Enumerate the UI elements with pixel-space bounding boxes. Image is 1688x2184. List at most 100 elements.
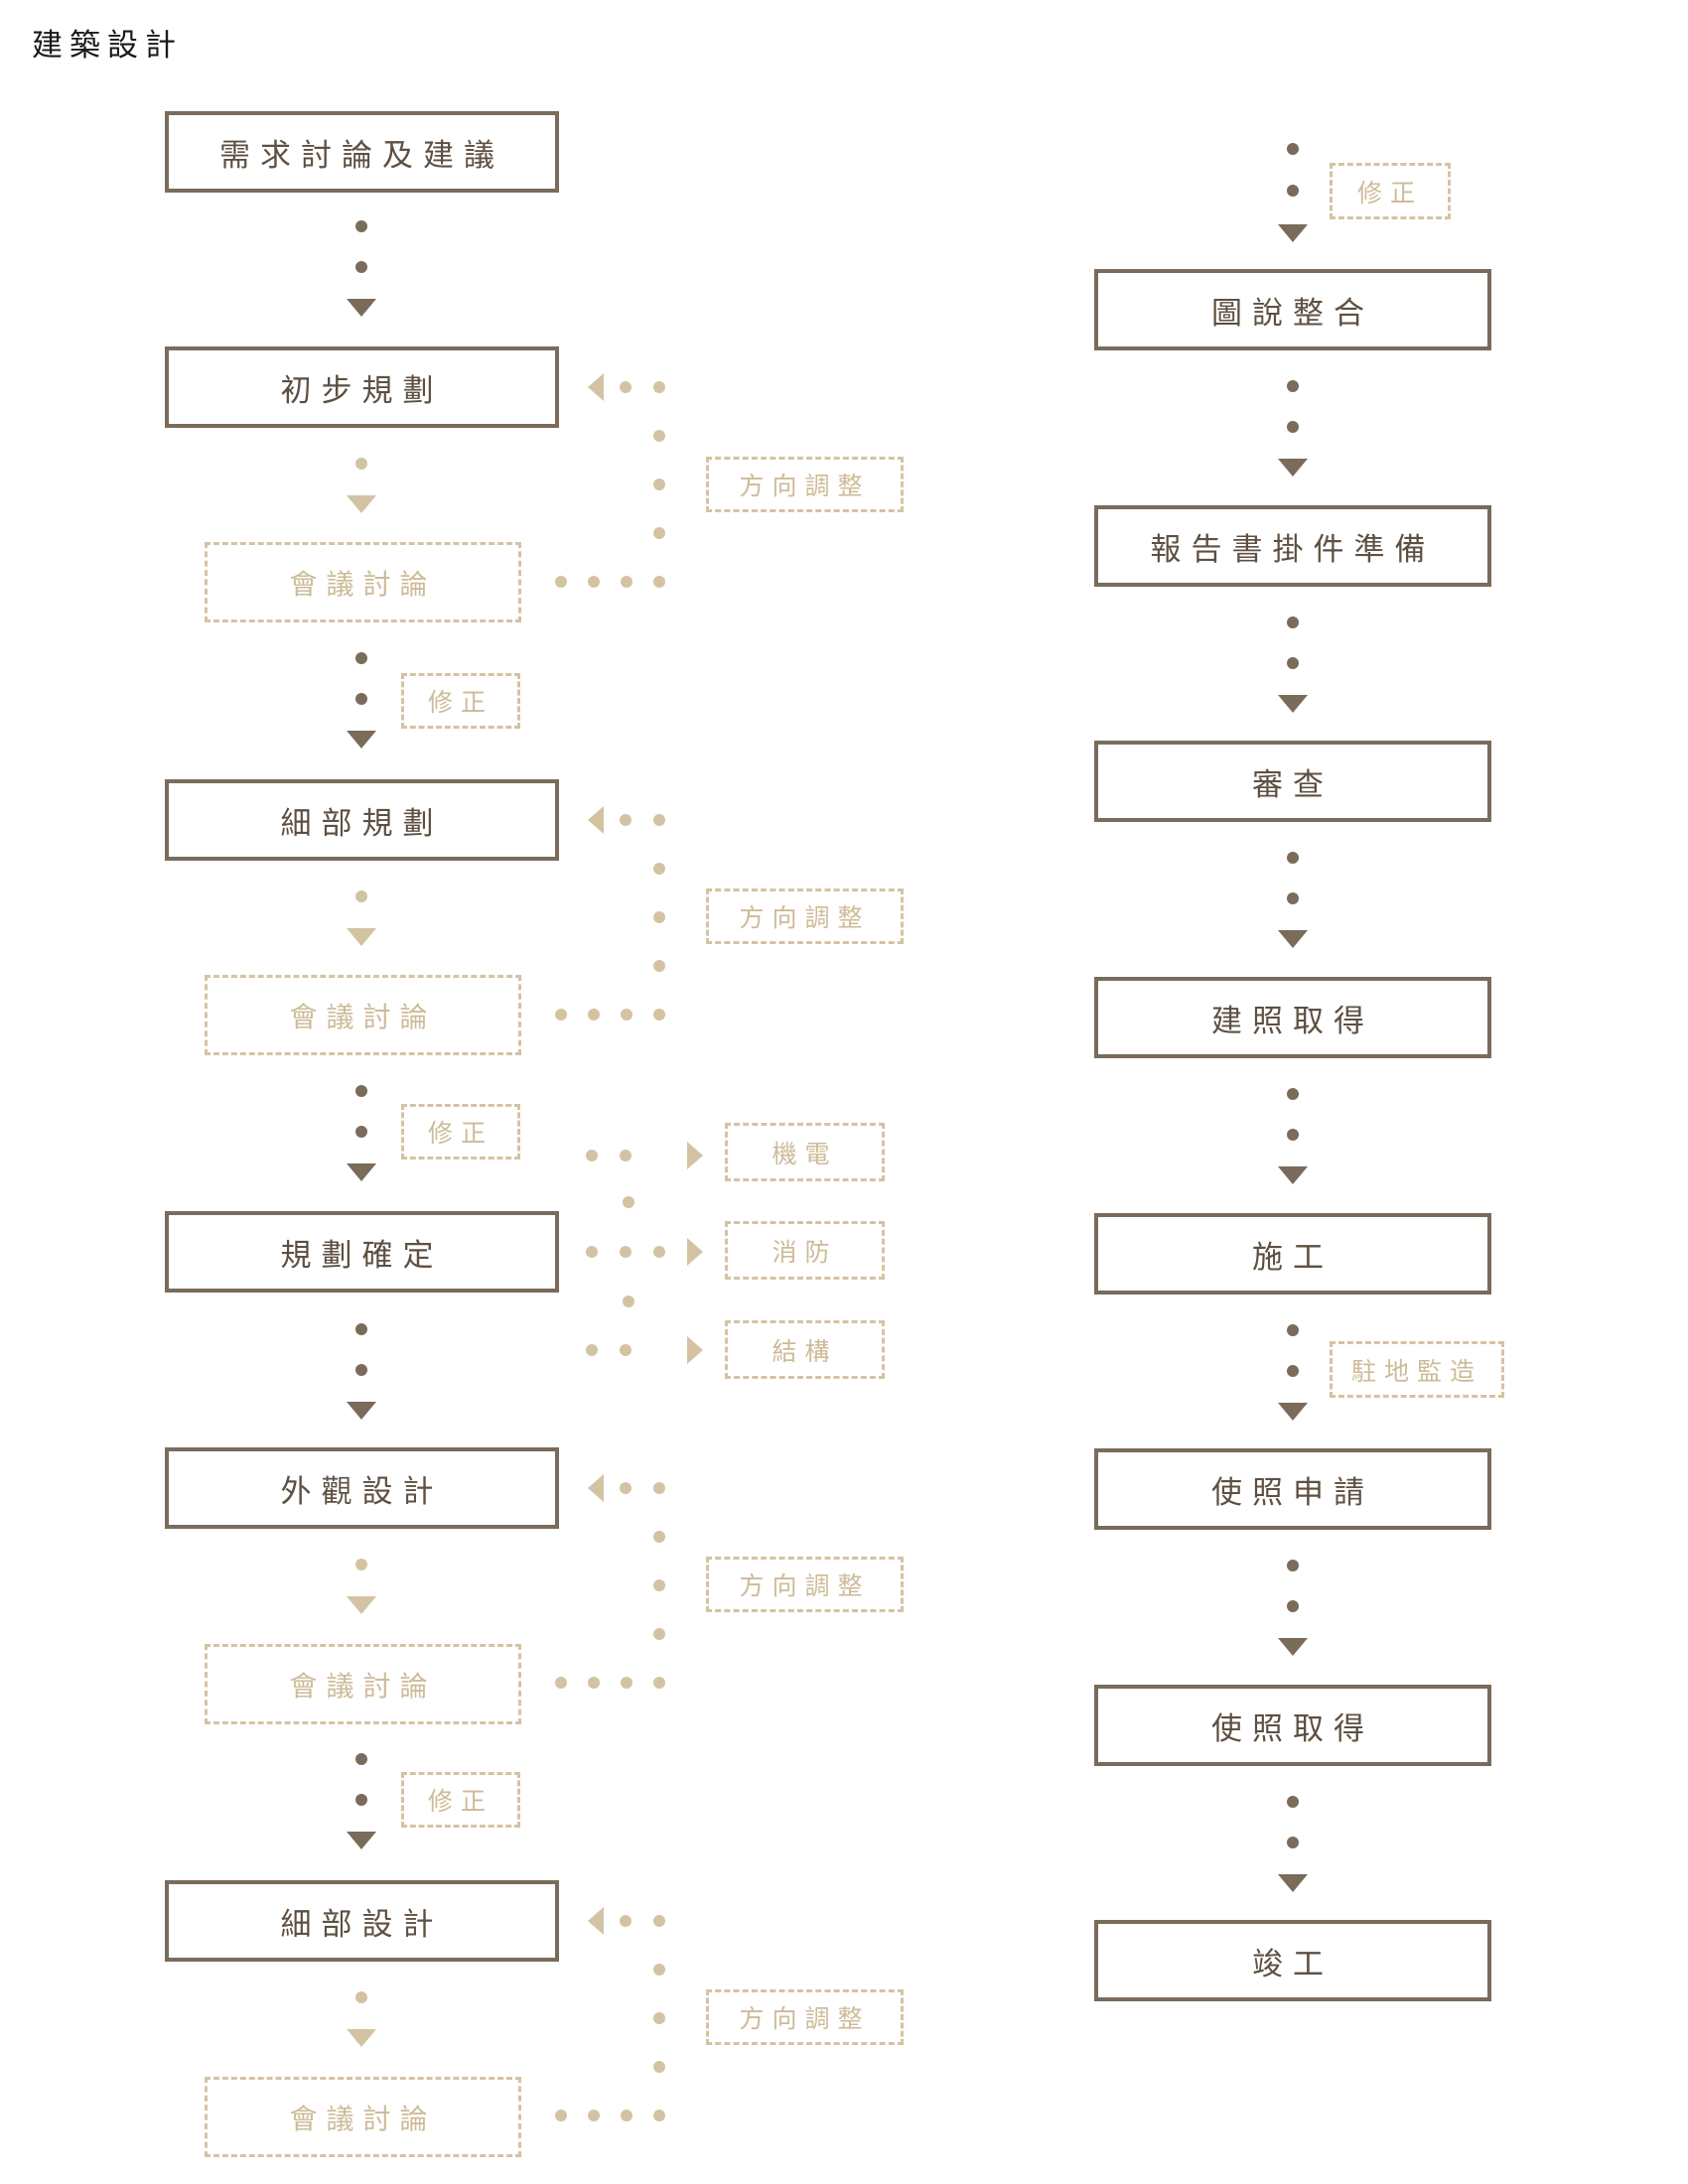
fix-note-2: 修正	[401, 1104, 520, 1160]
connector-dot	[620, 381, 632, 393]
step-drawing-integration: 圖說整合	[1094, 269, 1491, 350]
connector-dot	[653, 863, 665, 875]
step-planning-confirmed: 規劃確定	[165, 1211, 559, 1293]
connector-dot	[1287, 1365, 1299, 1377]
connector-dot	[586, 1344, 598, 1356]
connector-dot	[620, 1915, 632, 1927]
connector-dot	[1287, 1088, 1299, 1100]
connector-dot	[653, 814, 665, 826]
connector-dot	[1287, 1560, 1299, 1571]
connector-dot	[620, 1482, 632, 1494]
connector-dot	[653, 478, 665, 490]
direction-adjust-1: 方向調整	[706, 457, 904, 512]
connector-dot	[653, 2012, 665, 2024]
connector-dot	[653, 960, 665, 972]
arrow-down-icon	[347, 1402, 376, 1420]
site-supervision-note: 駐地監造	[1330, 1341, 1504, 1398]
arrow-down-icon	[347, 495, 376, 513]
connector-dot	[653, 1628, 665, 1640]
connector-dot	[588, 1677, 600, 1689]
connector-dot	[653, 576, 665, 588]
arrow-down-icon	[1278, 224, 1308, 242]
arrow-down-icon	[347, 1832, 376, 1849]
connector-dot	[355, 220, 367, 232]
step-construction: 施工	[1094, 1213, 1491, 1295]
arrow-down-icon	[1278, 930, 1308, 948]
connector-dot	[588, 1009, 600, 1021]
arrow-right-icon	[687, 1336, 703, 1364]
connector-dot	[653, 1579, 665, 1591]
meeting-discussion-2: 會議討論	[205, 975, 521, 1055]
connector-dot	[1287, 892, 1299, 904]
connector-dot	[1287, 1129, 1299, 1141]
arrow-down-icon	[347, 1163, 376, 1181]
arrow-down-icon	[1278, 1874, 1308, 1892]
step-requirements: 需求討論及建議	[165, 111, 559, 193]
connector-dot	[355, 1794, 367, 1806]
arrow-down-icon	[347, 928, 376, 946]
connector-dot	[653, 2110, 665, 2121]
connector-dot	[555, 1677, 567, 1689]
arrow-left-icon	[588, 1907, 604, 1935]
connector-dot	[621, 576, 633, 588]
connector-dot	[1287, 657, 1299, 669]
arrow-down-icon	[1278, 695, 1308, 713]
connector-dot	[1287, 1796, 1299, 1808]
connector-dot	[355, 1364, 367, 1376]
direction-adjust-3: 方向調整	[706, 1557, 904, 1612]
connector-dot	[355, 652, 367, 664]
page-title: 建築設計	[32, 28, 183, 64]
step-review: 審查	[1094, 741, 1491, 822]
connector-dot	[588, 576, 600, 588]
connector-dot	[555, 1009, 567, 1021]
arrow-left-icon	[588, 806, 604, 834]
fix-note-1: 修正	[401, 673, 520, 729]
connector-dot	[653, 430, 665, 442]
connector-dot	[355, 1559, 367, 1570]
connector-dot	[355, 1126, 367, 1138]
arrow-down-icon	[1278, 1403, 1308, 1421]
connector-dot	[621, 2110, 633, 2121]
arrow-down-icon	[347, 299, 376, 317]
arrow-left-icon	[588, 1474, 604, 1502]
connector-dot	[653, 1964, 665, 1976]
fix-note-top-right: 修正	[1330, 163, 1451, 219]
arrow-down-icon	[347, 1596, 376, 1614]
branch-fire: 消防	[725, 1221, 885, 1280]
connector-dot	[355, 890, 367, 902]
step-preliminary-planning: 初步規劃	[165, 346, 559, 428]
branch-mep: 機電	[725, 1123, 885, 1181]
arrow-down-icon	[347, 2029, 376, 2047]
connector-dot	[623, 1296, 634, 1307]
meeting-discussion-1: 會議討論	[205, 542, 521, 622]
direction-adjust-4: 方向調整	[706, 1989, 904, 2045]
connector-dot	[588, 2110, 600, 2121]
connector-dot	[653, 911, 665, 923]
connector-dot	[1287, 380, 1299, 392]
connector-dot	[653, 527, 665, 539]
step-report-preparation: 報告書掛件準備	[1094, 505, 1491, 587]
connector-dot	[620, 1150, 632, 1161]
connector-dot	[586, 1150, 598, 1161]
connector-dot	[355, 1085, 367, 1097]
direction-adjust-2: 方向調整	[706, 888, 904, 944]
connector-dot	[355, 1991, 367, 2003]
step-use-permit-application: 使照申請	[1094, 1448, 1491, 1530]
connector-dot	[355, 261, 367, 273]
fix-note-3: 修正	[401, 1772, 520, 1828]
connector-dot	[621, 1677, 633, 1689]
connector-dot	[555, 2110, 567, 2121]
connector-dot	[1287, 1600, 1299, 1612]
branch-structure: 結構	[725, 1320, 885, 1379]
connector-dot	[586, 1246, 598, 1258]
connector-dot	[620, 1344, 632, 1356]
connector-dot	[653, 1482, 665, 1494]
connector-dot	[653, 381, 665, 393]
step-detailed-design: 細部設計	[165, 1880, 559, 1962]
connector-dot	[623, 1196, 634, 1208]
arrow-right-icon	[687, 1238, 703, 1266]
step-building-permit: 建照取得	[1094, 977, 1491, 1058]
connector-dot	[355, 1753, 367, 1765]
